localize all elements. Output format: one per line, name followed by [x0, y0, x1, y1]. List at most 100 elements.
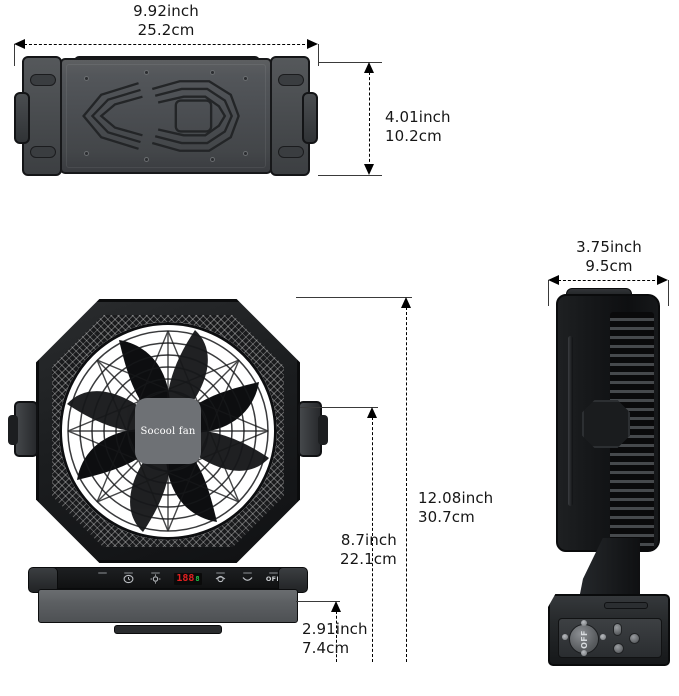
side-power-button[interactable]	[613, 643, 624, 654]
base-height-arrow-up	[330, 601, 341, 612]
side-view-emblem-icon	[582, 400, 630, 448]
side-width-arrow-left	[548, 274, 559, 285]
product-front-view: Socool fan	[8, 297, 328, 634]
night-mode-button[interactable]	[95, 572, 110, 586]
lamp-icon	[150, 574, 161, 584]
top-width-arrow-left	[14, 38, 25, 49]
base-foot	[114, 625, 222, 634]
top-depth-ext-top	[318, 62, 382, 63]
control-panel-strip: 188 8	[46, 567, 290, 589]
led-display-value: 188	[176, 573, 195, 584]
oscillate-icon	[215, 575, 226, 583]
clock-icon	[124, 574, 134, 584]
total-height-ext-top	[296, 297, 412, 298]
screw-icon	[243, 76, 248, 81]
button-indicator	[98, 572, 107, 574]
front-view-base: 188 8	[28, 567, 308, 634]
top-depth-arrow-up	[363, 62, 374, 73]
top-view-right-tab	[270, 56, 318, 176]
screw-icon	[144, 70, 149, 75]
base-height-dimension-line	[336, 611, 337, 662]
base-height-dimension-label: 2.91inch 7.4cm	[302, 620, 368, 658]
front-view-left-hinge	[8, 401, 38, 457]
fan-height-dimension-line	[372, 417, 373, 662]
button-indicator	[150, 572, 160, 574]
timer-button[interactable]	[121, 572, 136, 586]
fan-height-ext-top	[300, 407, 378, 408]
led-display: 188 8	[174, 573, 202, 585]
tab-slot	[278, 74, 304, 86]
fan-height-inch: 8.7inch	[340, 531, 397, 549]
total-height-dimension-line	[406, 307, 407, 662]
base-height-ext-top	[296, 601, 340, 602]
fan-height-dimension-label: 8.7inch 22.1cm	[340, 531, 397, 569]
front-view-right-hinge	[298, 401, 328, 457]
led-display-unit: 8	[195, 575, 200, 583]
top-width-inch: 9.92inch	[133, 2, 199, 20]
base-right-cap	[278, 567, 308, 593]
side-width-dimension-line	[558, 280, 660, 281]
control-panel: 188 8	[95, 571, 281, 587]
product-side-view: OFF	[548, 288, 670, 678]
base-height-cm: 7.4cm	[302, 639, 350, 657]
side-view-housing	[556, 294, 660, 552]
button-indicator	[216, 572, 226, 574]
button-indicator	[124, 572, 134, 574]
fan-height-cm: 22.1cm	[340, 550, 397, 568]
screw-icon	[144, 157, 149, 162]
side-view-base-slot	[604, 602, 648, 609]
front-view-fan-assembly: Socool fan	[59, 322, 277, 540]
top-depth-arrow-down	[363, 164, 374, 175]
top-width-cm: 25.2cm	[137, 21, 195, 39]
top-view-right-ear	[302, 92, 318, 144]
dial-marker-icon	[562, 634, 568, 640]
light-button[interactable]	[148, 572, 163, 586]
dial-marker-icon	[581, 620, 587, 626]
total-height-dimension-label: 12.08inch 30.7cm	[418, 489, 493, 527]
screw-icon	[243, 151, 248, 156]
top-width-ext-right	[318, 44, 319, 66]
top-depth-cm: 10.2cm	[385, 127, 442, 145]
total-height-inch: 12.08inch	[418, 489, 494, 507]
top-width-dimension-label: 9.92inch 25.2cm	[66, 2, 266, 40]
tab-slot	[30, 146, 56, 158]
base-height-inch: 2.91inch	[302, 620, 368, 638]
total-height-cm: 30.7cm	[418, 508, 475, 526]
side-width-inch: 3.75inch	[576, 238, 642, 256]
product-top-view	[14, 56, 318, 176]
side-width-dimension-label: 3.75inch 9.5cm	[556, 238, 662, 276]
tab-slot	[30, 74, 56, 86]
top-depth-dimension-line	[369, 72, 370, 167]
side-view-front-edge	[568, 336, 573, 506]
screw-icon	[210, 157, 215, 162]
top-depth-inch: 4.01inch	[385, 108, 451, 126]
button-indicator	[269, 572, 278, 574]
top-view-left-ear	[14, 92, 30, 144]
top-width-ext-left	[14, 44, 15, 66]
top-depth-ext-bottom	[318, 175, 382, 176]
power-off-button[interactable]: OFF	[266, 572, 281, 586]
brand-label: Socool fan	[140, 425, 196, 437]
moon-icon	[101, 575, 105, 583]
screw-icon	[84, 76, 89, 81]
button-indicator	[242, 572, 252, 574]
off-label: OFF	[265, 575, 282, 583]
fan-height-arrow-up	[366, 407, 377, 418]
side-mode-button[interactable]	[629, 633, 640, 644]
dial-marker-icon	[581, 650, 587, 656]
total-height-arrow-up	[400, 297, 411, 308]
side-width-ext-right	[668, 280, 669, 306]
dial-marker-icon	[600, 634, 606, 640]
speed-button[interactable]	[240, 572, 255, 586]
top-width-arrow-right	[307, 38, 318, 49]
side-width-ext-left	[548, 280, 549, 306]
screw-icon	[84, 151, 89, 156]
top-view-housing	[60, 58, 272, 174]
base-housing	[38, 589, 298, 623]
side-light-button[interactable]	[613, 623, 622, 636]
tab-slot	[278, 146, 304, 158]
rotary-dial[interactable]: OFF	[569, 624, 599, 654]
oscillation-button[interactable]	[213, 572, 228, 586]
top-view-emblem-icon	[82, 80, 240, 152]
